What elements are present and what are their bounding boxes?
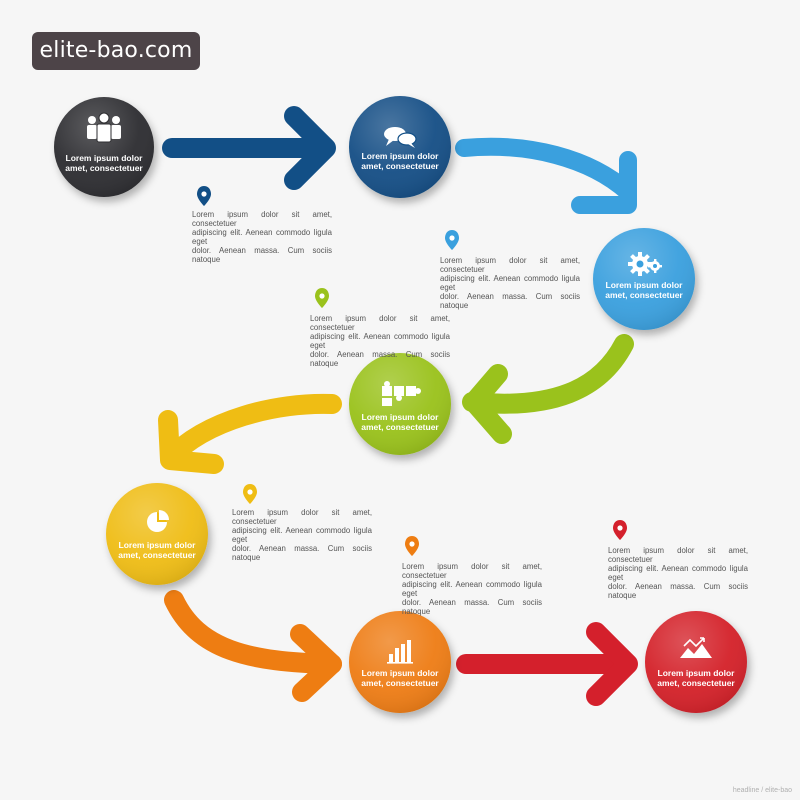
- description-1: Lorem ipsum dolor sit amet, consectetuer…: [192, 210, 332, 264]
- description-line: dolor. Aenean massa. Cum sociis natoque: [608, 582, 748, 600]
- description-line: dolor. Aenean massa. Cum sociis natoque: [310, 350, 450, 368]
- arrow-3: [462, 334, 634, 444]
- step-label-line-1: Lorem ipsum dolor: [361, 151, 439, 161]
- step-chat-label: Lorem ipsum dolor amet, consectetuer: [352, 151, 448, 171]
- step-gears-label: Lorem ipsum dolor amet, consectetuer: [596, 280, 692, 300]
- step-team-circle: [54, 97, 154, 197]
- step-pie-circle: [106, 483, 208, 585]
- description-6: Lorem ipsum dolor sit amet, consectetuer…: [608, 546, 748, 600]
- footer-watermark: headline / elite-bao: [732, 787, 792, 794]
- step-label-line-2: amet, consectetuer: [657, 678, 735, 688]
- arrow-1: [162, 106, 336, 190]
- pie-chart-icon: [147, 510, 169, 532]
- description-line: adipiscing elit. Aenean commodo ligula e…: [608, 564, 748, 582]
- description-2: Lorem ipsum dolor sit amet, consectetuer…: [440, 256, 580, 310]
- description-line: adipiscing elit. Aenean commodo ligula e…: [232, 526, 372, 544]
- step-team-label: Lorem ipsum dolor amet, consectetuer: [56, 153, 152, 173]
- description-line: Lorem ipsum dolor sit amet, consectetuer: [232, 508, 372, 526]
- arrow-6: [456, 622, 638, 706]
- pin-4: [243, 484, 257, 504]
- description-line: adipiscing elit. Aenean commodo ligula e…: [310, 332, 450, 350]
- gears-icon: [628, 252, 662, 276]
- description-line: dolor. Aenean massa. Cum sociis natoque: [402, 598, 542, 616]
- step-chat-circle: [349, 96, 451, 198]
- step-label-line-2: amet, consectetuer: [118, 550, 196, 560]
- step-label-line-1: Lorem ipsum dolor: [605, 280, 683, 290]
- bar-chart-icon: [387, 640, 413, 664]
- growth-chart-icon: [680, 637, 712, 658]
- step-label-line-1: Lorem ipsum dolor: [361, 668, 439, 678]
- step-label-line-1: Lorem ipsum dolor: [65, 153, 143, 163]
- pin-5: [405, 536, 419, 556]
- step-label-line-1: Lorem ipsum dolor: [361, 412, 439, 422]
- pin-1: [197, 186, 211, 206]
- puzzle-icon: [382, 381, 421, 406]
- step-growth-label: Lorem ipsum dolor amet, consectetuer: [648, 668, 744, 688]
- chat-bubbles-icon: [384, 127, 417, 148]
- arrow-2: [455, 137, 637, 214]
- description-line: adipiscing elit. Aenean commodo ligula e…: [402, 580, 542, 598]
- description-4: Lorem ipsum dolor sit amet, consectetuer…: [232, 508, 372, 562]
- description-line: Lorem ipsum dolor sit amet, consectetuer: [608, 546, 748, 564]
- description-line: Lorem ipsum dolor sit amet, consectetuer: [402, 562, 542, 580]
- step-puzzle-circle: [349, 353, 451, 455]
- description-line: adipiscing elit. Aenean commodo ligula e…: [440, 274, 580, 292]
- arrow-4: [158, 393, 342, 474]
- description-3: Lorem ipsum dolor sit amet, consectetuer…: [310, 314, 450, 368]
- team-icon: [87, 112, 121, 143]
- description-line: dolor. Aenean massa. Cum sociis natoque: [192, 246, 332, 264]
- step-label-line-2: amet, consectetuer: [361, 678, 439, 688]
- step-label-line-2: amet, consectetuer: [605, 290, 683, 300]
- description-line: Lorem ipsum dolor sit amet, consectetuer: [192, 210, 332, 228]
- step-label-line-2: amet, consectetuer: [65, 163, 143, 173]
- pin-3: [315, 288, 329, 308]
- step-label-line-2: amet, consectetuer: [361, 161, 439, 171]
- arrow-5: [164, 590, 342, 702]
- pin-6: [613, 520, 627, 540]
- step-label-line-2: amet, consectetuer: [361, 422, 439, 432]
- step-gears-circle: [593, 228, 695, 330]
- description-line: Lorem ipsum dolor sit amet, consectetuer: [310, 314, 450, 332]
- step-label-line-1: Lorem ipsum dolor: [118, 540, 196, 550]
- description-line: dolor. Aenean massa. Cum sociis natoque: [440, 292, 580, 310]
- step-bars-label: Lorem ipsum dolor amet, consectetuer: [352, 668, 448, 688]
- step-pie-label: Lorem ipsum dolor amet, consectetuer: [109, 540, 205, 560]
- step-label-line-1: Lorem ipsum dolor: [657, 668, 735, 678]
- description-5: Lorem ipsum dolor sit amet, consectetuer…: [402, 562, 542, 616]
- pin-2: [445, 230, 459, 250]
- description-line: dolor. Aenean massa. Cum sociis natoque: [232, 544, 372, 562]
- step-growth-circle: [645, 611, 747, 713]
- description-line: adipiscing elit. Aenean commodo ligula e…: [192, 228, 332, 246]
- step-puzzle-label: Lorem ipsum dolor amet, consectetuer: [352, 412, 448, 432]
- site-watermark: elite-bao.com: [32, 32, 200, 70]
- description-line: Lorem ipsum dolor sit amet, consectetuer: [440, 256, 580, 274]
